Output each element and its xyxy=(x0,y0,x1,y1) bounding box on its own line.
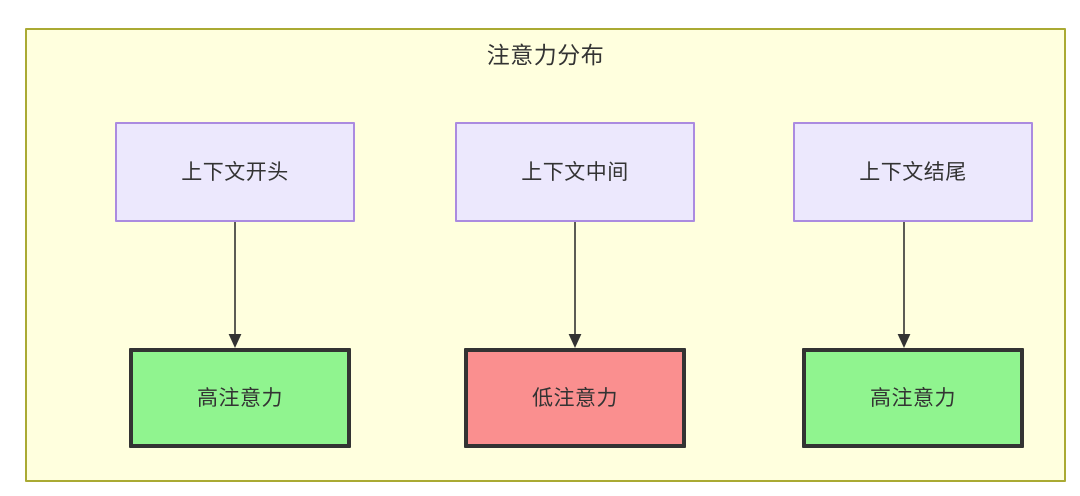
node-low-attention-middle[interactable]: 低注意力 xyxy=(464,348,686,448)
arrow-down-icon xyxy=(228,222,242,348)
edge-context-end-to-high-attention xyxy=(896,222,912,348)
node-high-attention-beginning[interactable]: 高注意力 xyxy=(129,348,351,448)
node-context-end[interactable]: 上下文结尾 xyxy=(793,122,1033,222)
edge-context-middle-to-low-attention xyxy=(567,222,583,348)
node-context-middle[interactable]: 上下文中间 xyxy=(455,122,695,222)
attention-distribution-cluster: 注意力分布 上下文开头 上下文中间 上下文结尾 高注意力 低注 xyxy=(25,28,1066,482)
node-high-attention-end[interactable]: 高注意力 xyxy=(802,348,1024,448)
arrow-down-icon xyxy=(897,222,911,348)
edge-context-beginning-to-high-attention xyxy=(227,222,243,348)
arrow-down-icon xyxy=(568,222,582,348)
node-context-beginning[interactable]: 上下文开头 xyxy=(115,122,355,222)
cluster-title: 注意力分布 xyxy=(486,42,605,68)
